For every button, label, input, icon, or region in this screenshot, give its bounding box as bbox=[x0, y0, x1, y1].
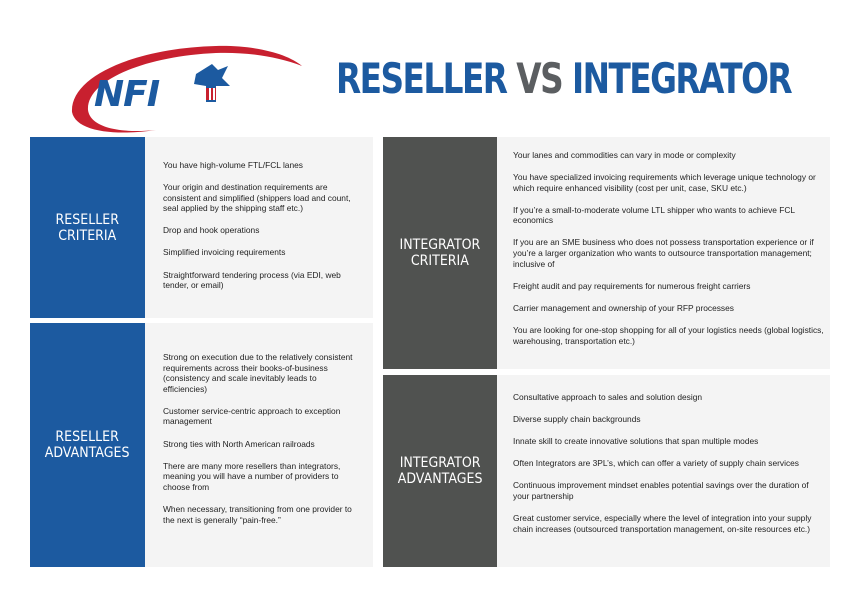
title-reseller: RESELLER bbox=[336, 54, 508, 103]
reseller-advantages-label: RESELLER ADVANTAGES bbox=[30, 323, 145, 567]
reseller-advantages-section: RESELLER ADVANTAGES Strong on execution … bbox=[30, 323, 373, 567]
integrator-advantages-list: Consultative approach to sales and solut… bbox=[497, 375, 830, 567]
list-item: When necessary, transitioning from one p… bbox=[163, 503, 352, 525]
list-item: Great customer service, especially where… bbox=[513, 513, 812, 534]
nfi-logo: NFI bbox=[71, 45, 302, 133]
label-line-2: CRITERIA bbox=[410, 253, 469, 269]
logo-swoosh bbox=[71, 45, 302, 133]
list-item: Innate skill to create innovative soluti… bbox=[513, 436, 759, 447]
reseller-advantages-list: Strong on execution due to the relativel… bbox=[145, 323, 373, 567]
list-item: If you’re a small-to-moderate volume LTL… bbox=[513, 204, 795, 226]
reseller-criteria-list: You have high-volume FTL/FCL lanes Your … bbox=[145, 137, 373, 318]
integrator-criteria-section: INTEGRATOR CRITERIA Your lanes and commo… bbox=[383, 137, 830, 369]
list-item: Often Integrators are 3PL’s, which can o… bbox=[513, 458, 799, 469]
list-item: Customer service-centric approach to exc… bbox=[163, 405, 341, 427]
page-title: RESELLER VS INTEGRATOR bbox=[336, 58, 793, 100]
label-line-2: CRITERIA bbox=[58, 227, 117, 244]
list-item: Carrier management and ownership of your… bbox=[513, 302, 734, 313]
list-item: Continuous improvement mindset enables p… bbox=[513, 480, 809, 501]
list-item: You are looking for one-stop shopping fo… bbox=[513, 324, 824, 346]
list-item: Drop and hook operations bbox=[163, 225, 260, 236]
list-item: Your origin and destination requirements… bbox=[163, 182, 351, 214]
list-item: Your lanes and commodities can vary in m… bbox=[513, 150, 736, 160]
list-item: You have specialized invoicing requireme… bbox=[513, 172, 816, 193]
label-line-2: ADVANTAGES bbox=[397, 471, 483, 487]
list-item: If you are an SME business who does not … bbox=[513, 237, 814, 269]
integrator-advantages-label: INTEGRATOR ADVANTAGES bbox=[383, 375, 497, 567]
integrator-criteria-list: Your lanes and commodities can vary in m… bbox=[497, 137, 830, 369]
label-line-2: ADVANTAGES bbox=[45, 445, 130, 461]
eagle-icon bbox=[194, 64, 230, 102]
label-line-1: RESELLER bbox=[55, 211, 120, 228]
reseller-criteria-section: RESELLER CRITERIA You have high-volume F… bbox=[30, 137, 373, 318]
integrator-criteria-label: INTEGRATOR CRITERIA bbox=[383, 137, 497, 369]
list-item: There are many more resellers than integ… bbox=[163, 460, 341, 492]
list-item: Freight audit and pay requirements for n… bbox=[513, 280, 751, 291]
list-item: Strong ties with North American railroad… bbox=[163, 438, 315, 449]
reseller-criteria-label: RESELLER CRITERIA bbox=[30, 137, 145, 318]
list-item: Consultative approach to sales and solut… bbox=[513, 392, 703, 402]
integrator-advantages-section: INTEGRATOR ADVANTAGES Consultative appro… bbox=[383, 375, 830, 567]
list-item: Simplified invoicing requirements bbox=[163, 247, 286, 258]
list-item: You have high-volume FTL/FCL lanes bbox=[163, 160, 303, 170]
label-line-1: RESELLER bbox=[55, 429, 120, 445]
title-vs: VS bbox=[506, 54, 572, 103]
list-item: Diverse supply chain backgrounds bbox=[513, 414, 641, 425]
list-item: Straightforward tendering process (via E… bbox=[163, 269, 341, 291]
list-item: Strong on execution due to the relativel… bbox=[163, 352, 353, 394]
logo-text: NFI bbox=[94, 74, 160, 115]
label-line-1: INTEGRATOR bbox=[399, 455, 481, 471]
label-line-1: INTEGRATOR bbox=[399, 237, 481, 253]
title-integrator: INTEGRATOR bbox=[571, 54, 793, 103]
